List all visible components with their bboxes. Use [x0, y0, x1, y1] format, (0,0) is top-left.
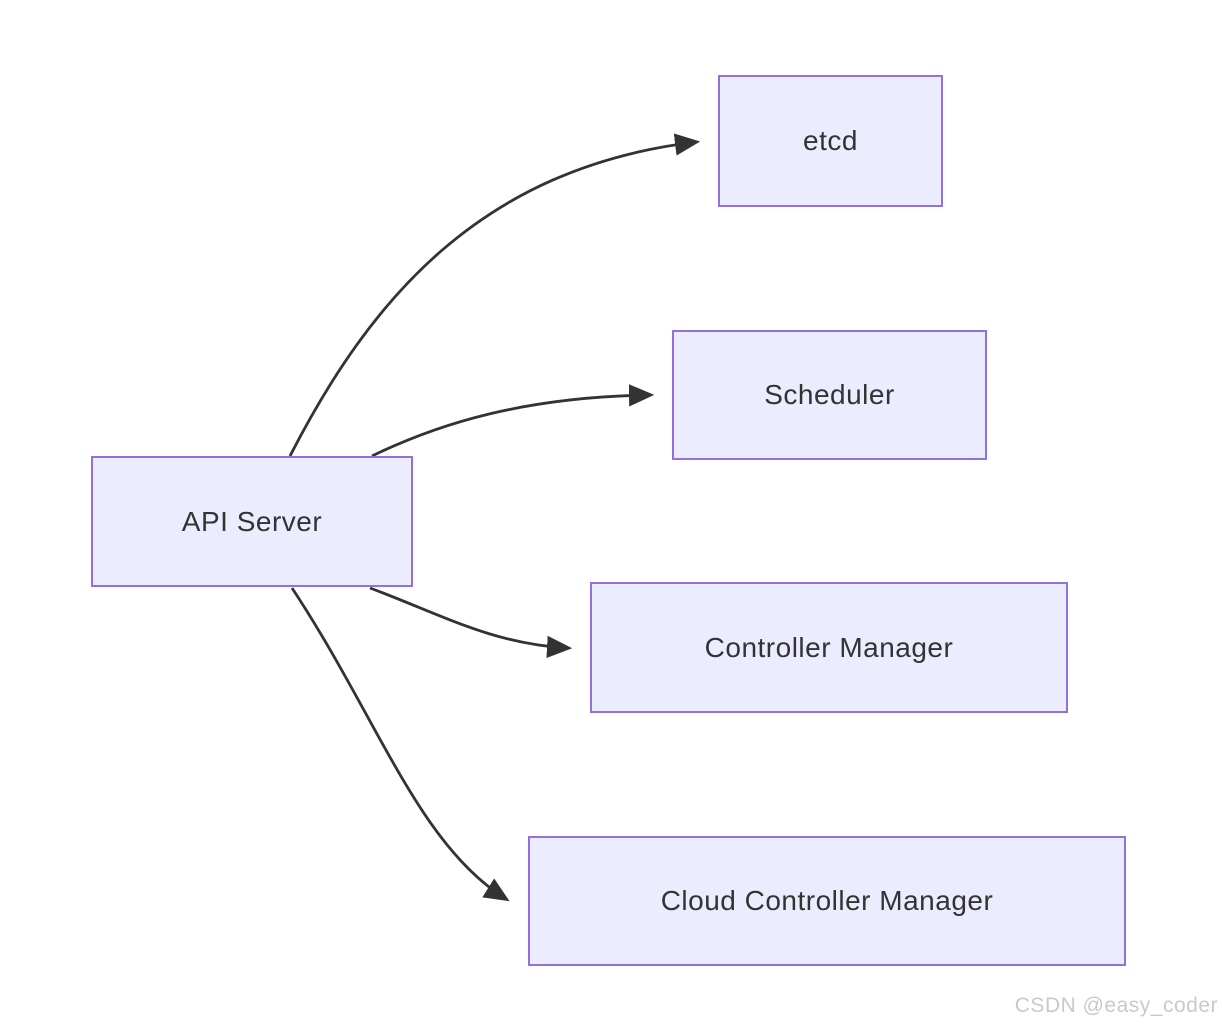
node-api-server-label: API Server — [181, 505, 323, 537]
node-scheduler-label: Scheduler — [764, 379, 895, 410]
edge-apiserver-to-controller-manager — [369, 586, 573, 659]
edge-apiserver-to-etcd — [288, 133, 701, 457]
edge-apiserver-to-cloud-controller-manager — [290, 587, 510, 902]
node-etcd[interactable]: etcd — [718, 75, 943, 207]
node-controller-manager-label: Controller Manager — [704, 631, 954, 663]
node-scheduler[interactable]: Scheduler — [672, 330, 987, 460]
node-cloud-controller-manager[interactable]: Cloud Controller Manager — [528, 836, 1126, 966]
watermark: CSDN @easy_coder — [1014, 994, 1218, 1017]
node-cloud-controller-manager-label: Cloud Controller Manager — [660, 885, 994, 916]
node-controller-manager[interactable]: Controller Manager — [590, 582, 1068, 713]
node-api-server[interactable]: API Server — [91, 456, 413, 587]
node-etcd-label: etcd — [803, 125, 858, 156]
edge-apiserver-to-scheduler — [371, 384, 655, 458]
